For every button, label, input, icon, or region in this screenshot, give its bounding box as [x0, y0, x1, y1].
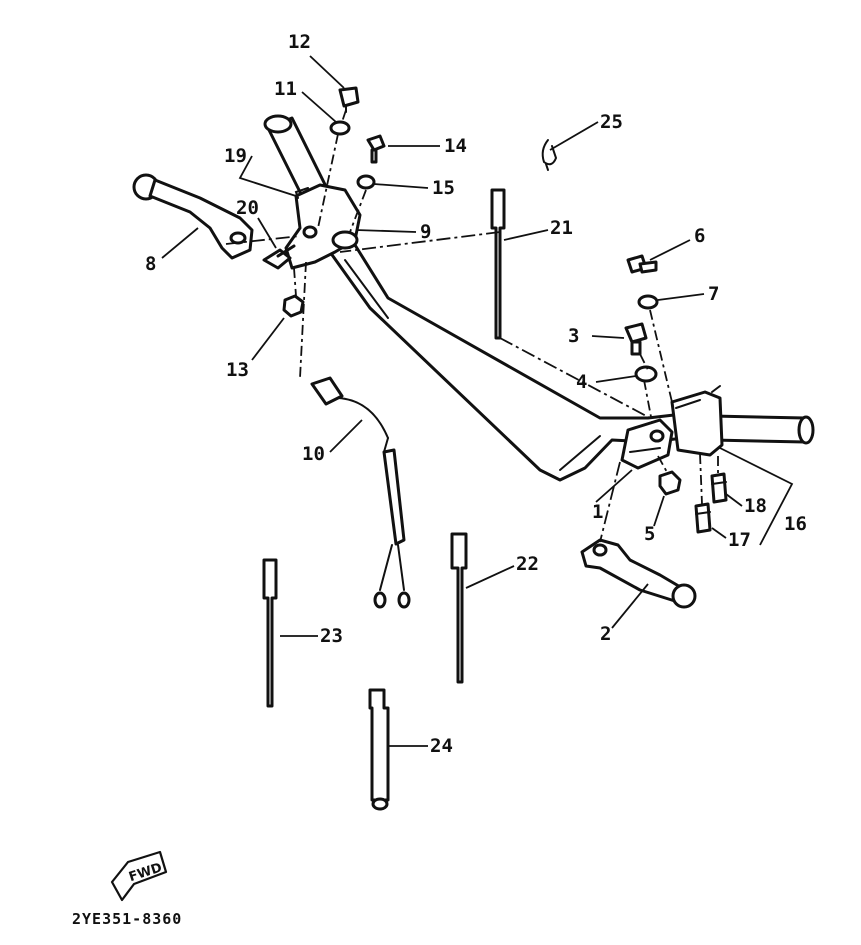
- clutch-lever: [132, 173, 254, 260]
- throttle-grip: [710, 414, 815, 445]
- washer-15: [356, 174, 376, 190]
- callout-13: 13: [226, 359, 249, 381]
- callout-labels: 1 2 3 4 5 6 7 8 9 10 11 12 13 14 15 16 1…: [145, 31, 807, 757]
- clip-25: [541, 139, 558, 171]
- callout-24: 24: [430, 735, 453, 757]
- clutch-switch: [310, 376, 411, 609]
- callout-3: 3: [568, 325, 579, 347]
- screw-14: [366, 134, 386, 164]
- callout-6: 6: [694, 225, 705, 247]
- callout-22: 22: [516, 553, 539, 575]
- callout-15: 15: [432, 177, 455, 199]
- callout-18: 18: [744, 495, 767, 517]
- callout-4: 4: [576, 371, 587, 393]
- cable-tie-21: [490, 188, 506, 340]
- callout-19: 19: [224, 145, 247, 167]
- switch-housing: [670, 385, 724, 457]
- callout-17: 17: [728, 529, 751, 551]
- callout-1: 1: [592, 501, 603, 523]
- bolt-6: [626, 254, 658, 274]
- callout-21: 21: [550, 217, 573, 239]
- collar-4: [634, 365, 658, 383]
- fwd-arrow-icon: FWD: [110, 850, 168, 902]
- callout-12: 12: [288, 31, 311, 53]
- callout-5: 5: [644, 523, 655, 545]
- screw-17: [694, 502, 712, 534]
- leader-lines: [161, 55, 794, 747]
- nut-13: [282, 294, 305, 318]
- callout-8: 8: [145, 253, 156, 275]
- assembly-lines: [225, 109, 719, 543]
- callout-7: 7: [708, 283, 719, 305]
- callout-9: 9: [420, 221, 431, 243]
- callout-23: 23: [320, 625, 343, 647]
- callout-11: 11: [274, 78, 297, 100]
- cable-tie-22: [450, 532, 468, 684]
- callout-14: 14: [444, 135, 467, 157]
- bolt-12: [338, 86, 360, 113]
- washer-11: [329, 120, 351, 136]
- callout-16: 16: [784, 513, 807, 535]
- drawing-code: 2YE351-8360: [72, 910, 182, 928]
- callout-25: 25: [600, 111, 623, 133]
- bolt-3: [624, 322, 648, 356]
- screw-18: [710, 472, 728, 504]
- callout-2: 2: [600, 623, 611, 645]
- nut-5: [658, 470, 682, 496]
- washer-7: [637, 294, 659, 310]
- callout-20: 20: [236, 197, 259, 219]
- cable-tie-23: [262, 558, 278, 708]
- brake-lever: [580, 538, 697, 609]
- handlebar: [263, 114, 702, 482]
- lever-holder-left: [284, 183, 362, 270]
- lever-holder-right: [620, 418, 674, 470]
- callout-10: 10: [302, 443, 325, 465]
- bolt-20: [262, 244, 296, 270]
- cable-tie-24: [368, 688, 390, 811]
